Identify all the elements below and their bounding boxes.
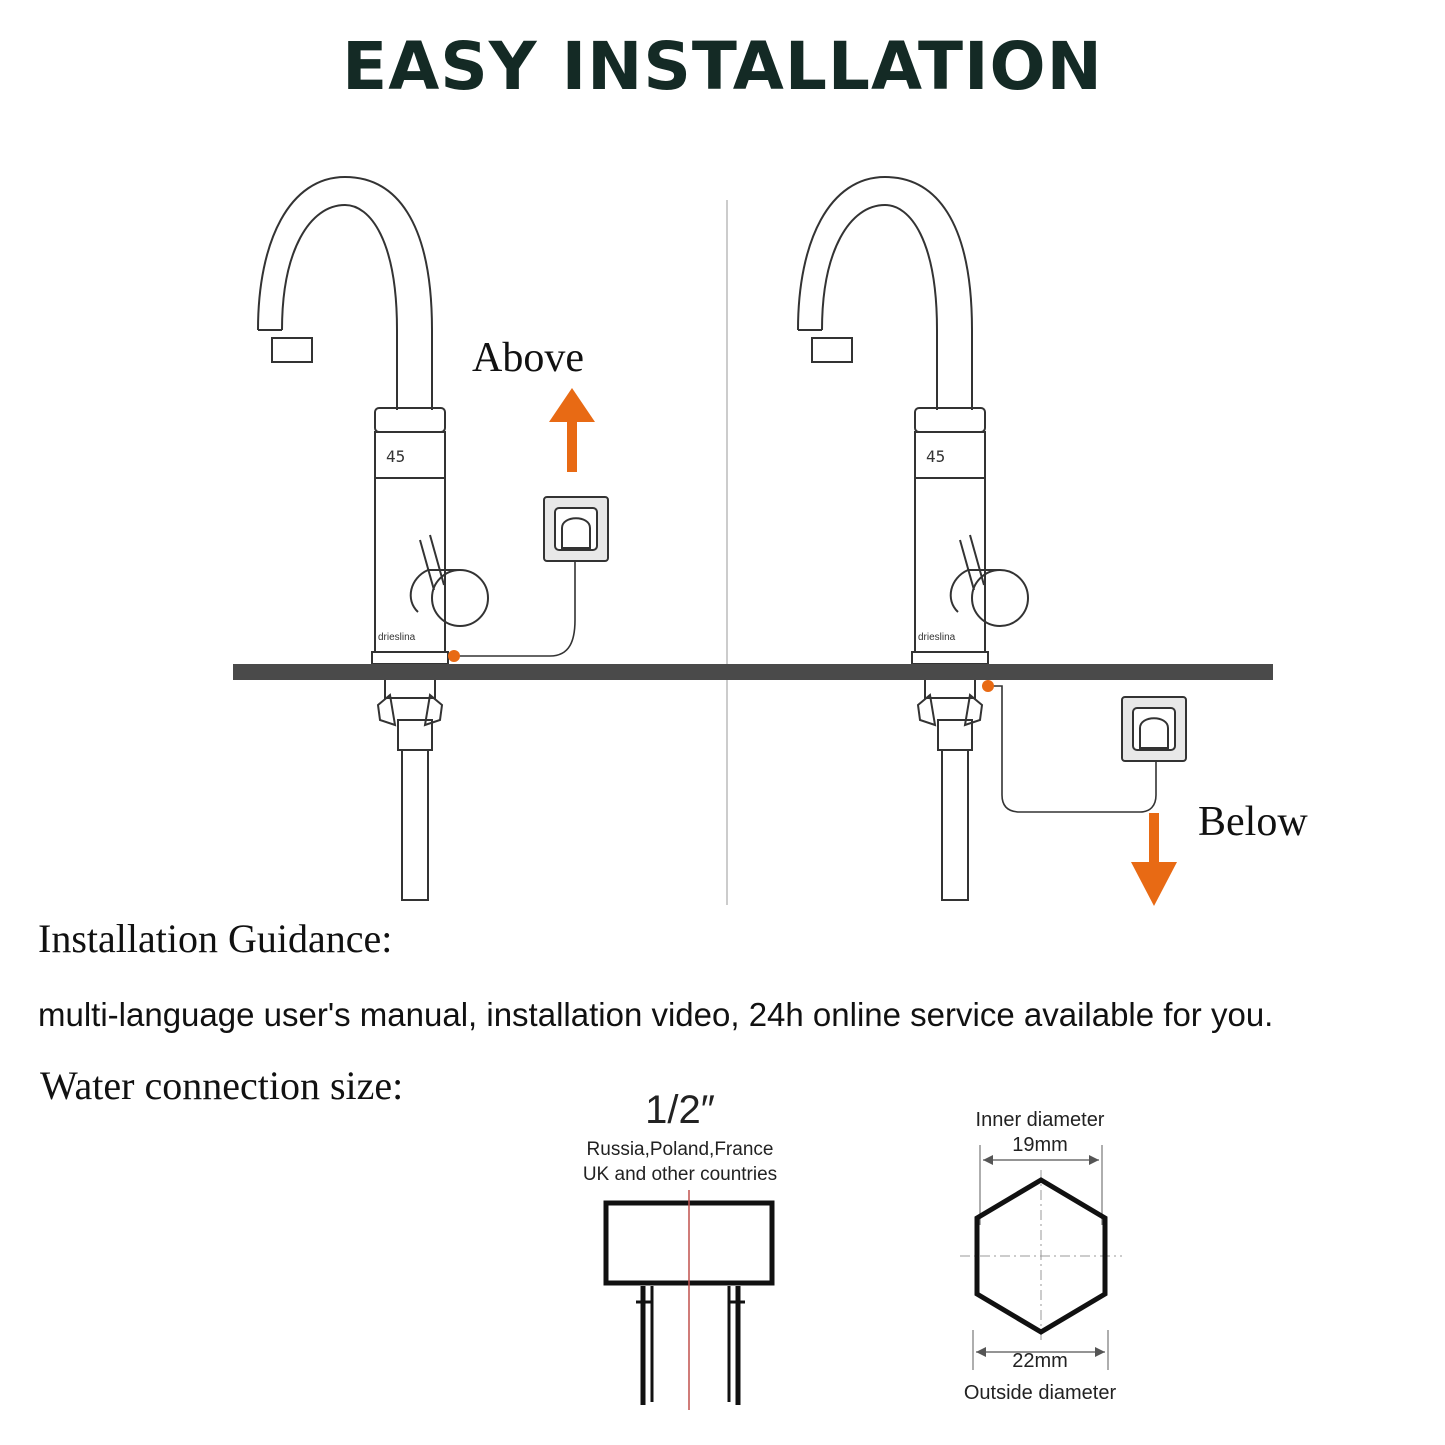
right-brand-text: drieslina — [918, 632, 956, 643]
arrow-down-icon — [1131, 813, 1177, 906]
above-label: Above — [472, 335, 584, 381]
outer-diameter-label: Outside diameter — [963, 1382, 1117, 1404]
guidance-text: multi-language user's manual, installati… — [38, 996, 1274, 1033]
left-brand-text: drieslina — [378, 632, 416, 643]
page-title: EASY INSTALLATION — [342, 28, 1103, 105]
inner-diameter-value: 19mm — [1012, 1134, 1068, 1156]
left-connection-dot — [448, 650, 460, 662]
right-faucet — [797, 175, 1187, 901]
guidance-heading: Installation Guidance: — [38, 916, 393, 961]
left-faucet — [257, 175, 609, 901]
right-connection-dot — [982, 680, 994, 692]
thread-countries-line2: UK and other countries — [582, 1164, 778, 1185]
arrow-up-icon — [549, 388, 595, 472]
outer-diameter-value: 22mm — [1012, 1350, 1068, 1372]
below-label: Below — [1198, 799, 1308, 845]
thread-countries: Russia,Poland,France — [586, 1139, 774, 1160]
left-display-reading: 45 — [386, 447, 405, 466]
hexagon-nut-drawing — [960, 1145, 1122, 1370]
countertop — [233, 664, 1273, 680]
right-display-reading: 45 — [926, 447, 945, 466]
inner-diameter-label: Inner diameter — [975, 1109, 1105, 1131]
thread-size: 1/2″ — [645, 1088, 715, 1132]
water-connection-heading: Water connection size: — [40, 1063, 404, 1108]
